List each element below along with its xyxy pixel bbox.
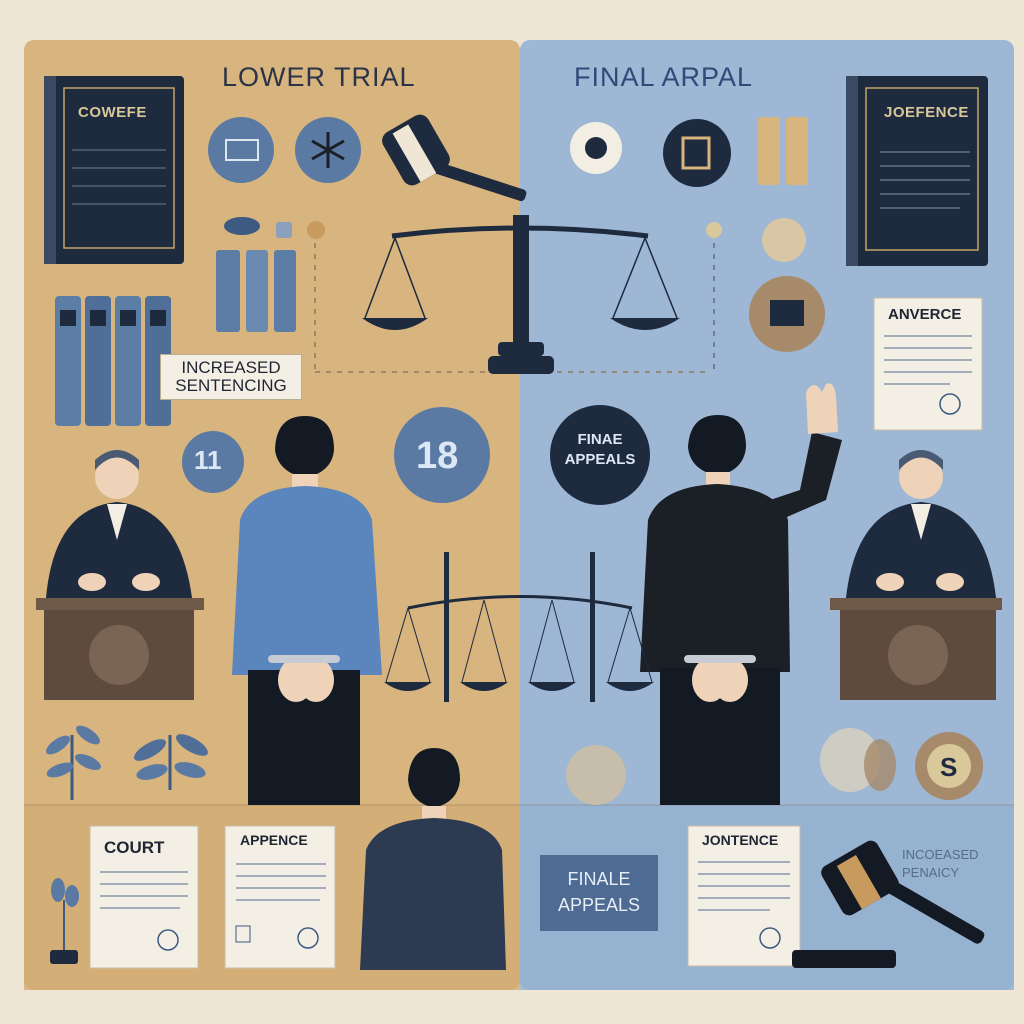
badge-11 (182, 431, 244, 493)
right-judge-figure (846, 450, 996, 598)
badge-11-text: 11 (194, 445, 222, 475)
final-appeals-sign-text: FINALE APPEALS (540, 866, 658, 918)
gavel-icon (382, 114, 527, 202)
badge-18-text: 18 (416, 435, 459, 477)
binders-icon (216, 217, 296, 332)
jontence-document (687, 825, 801, 967)
badge-final-appeals-text: FINAE APPEALS (555, 430, 645, 470)
right-book-title: JOEFENCE (884, 104, 969, 121)
bottom-person-figure (360, 748, 506, 970)
right-podium (830, 598, 1002, 700)
final-appeal-title: FINAL ARPAL (574, 62, 754, 92)
dollar-coin-label: S (940, 752, 958, 782)
small-dot-icon (307, 221, 325, 239)
hand-plant-icon (820, 728, 896, 792)
plant-icon-2 (134, 734, 208, 790)
anverce-document (873, 297, 983, 431)
bottom-gavel-icon (792, 840, 985, 968)
symbol-icon (663, 119, 731, 187)
faded-line-1: INCOEASED (902, 847, 979, 862)
badge-final-line-2: APPEALS (564, 451, 636, 468)
twin-scales-icon (384, 552, 654, 702)
lower-trial-title: LOWER TRIAL (222, 62, 416, 92)
increased-penalty-faded-text: INCOEASED PENAICY (902, 846, 979, 882)
sign-line-1: FINALE (567, 869, 631, 889)
seal-icon (762, 218, 806, 262)
appence-document (224, 825, 336, 969)
right-defendant-figure (640, 383, 842, 805)
small-dot-right-icon (706, 222, 722, 238)
left-defendant-figure (232, 416, 382, 805)
increased-sentencing-label: INCREASED SENTENCING (160, 354, 302, 400)
right-law-book (846, 76, 988, 266)
jontence-document-title: JONTENCE (702, 832, 779, 848)
legal-text-icon (208, 117, 274, 183)
final-appeals-sign (540, 855, 658, 931)
appence-document-title: APPENCE (240, 832, 308, 848)
sign-line-2: APPEALS (557, 895, 641, 915)
faded-line-2: PENAICY (902, 865, 960, 880)
court-document (89, 825, 199, 969)
pillar-icon (758, 117, 808, 185)
small-plant-icon (50, 878, 79, 964)
scales-of-justice-icon (362, 215, 680, 374)
anverce-document-title: ANVERCE (888, 306, 962, 323)
sticker-line-1: INCREASED (181, 358, 281, 377)
badge-final-line-1: FINAE (577, 431, 623, 448)
left-judge-figure (46, 450, 192, 598)
badge-final-appeals (550, 405, 650, 505)
court-document-title: COURT (104, 838, 165, 857)
badge-18 (394, 407, 490, 503)
left-podium (36, 598, 204, 700)
coin-icon (566, 745, 626, 805)
left-book-title: COWEFE (78, 104, 147, 121)
sticker-line-2: SENTENCING (175, 376, 287, 395)
plant-icon (46, 725, 101, 800)
left-law-book (44, 76, 184, 264)
